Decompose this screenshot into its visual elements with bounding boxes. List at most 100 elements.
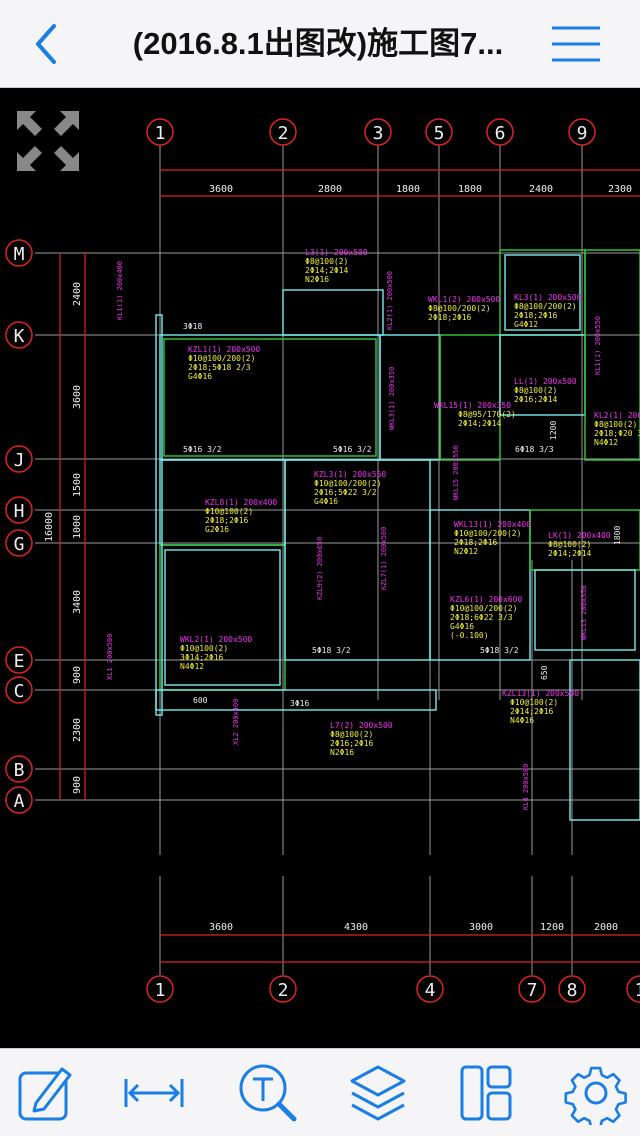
layers-icon — [350, 1065, 406, 1121]
beam-label: L3(1) 200x500 — [305, 248, 368, 257]
beam-label: WKL1(2) 200x500 — [428, 295, 500, 304]
svg-text:KZL9(2) 200x650: KZL9(2) 200x650 — [316, 537, 324, 600]
dimension-text: 1800 — [613, 526, 622, 545]
dimension-text: 16000 — [44, 512, 55, 542]
beam-label: Φ8@95/170(2) — [458, 410, 516, 419]
dimension-text: 1200 — [540, 922, 564, 933]
axis-label-bottom: 7 — [527, 980, 538, 1001]
svg-text:KL4 200x500: KL4 200x500 — [522, 764, 530, 810]
axis-label-bottom: 4 — [425, 980, 436, 1001]
layout-icon — [460, 1065, 512, 1121]
axis-label-top: 5 — [434, 123, 445, 144]
beam-label: Φ10@100(2) — [180, 644, 228, 653]
beam-label: Φ10@100(2) — [510, 698, 558, 707]
rebar-note: 6Φ18 3/3 — [515, 445, 554, 454]
beam-label: 2Φ14;2Φ14 — [548, 549, 592, 558]
beam-label: N4Φ16 — [510, 716, 534, 725]
dimension-text: 1000 — [72, 515, 83, 539]
menu-button[interactable] — [548, 22, 604, 66]
dimension-text: 3400 — [72, 590, 83, 614]
layout-button[interactable] — [454, 1061, 518, 1125]
dimension-text: 650 — [540, 665, 549, 680]
dimension-text: 600 — [193, 696, 208, 705]
beam-label: 2Φ16;2Φ14 — [514, 395, 558, 404]
beam-label: L7(2) 200x500 — [330, 721, 393, 730]
beam-label: 2Φ18;Φ20 3/3 — [594, 429, 640, 438]
dimension-text: 1800 — [458, 184, 482, 195]
beam-label: 2Φ16;5Φ22 3/2 — [314, 488, 377, 497]
text-search-button[interactable] — [236, 1061, 300, 1125]
axis-label-left: G — [14, 534, 25, 555]
beam-label: G4Φ16 — [188, 372, 212, 381]
beam-label: (-0.100) — [450, 631, 489, 640]
dimension-text: 2000 — [594, 922, 618, 933]
svg-text:WKL3(1) 200x350: WKL3(1) 200x350 — [388, 367, 396, 430]
svg-text:XL2 200x400: XL2 200x400 — [232, 699, 240, 745]
axis-label-top: 6 — [495, 123, 506, 144]
svg-text:XL1 200x500: XL1 200x500 — [106, 634, 114, 680]
beam-label: N4Φ12 — [180, 662, 204, 671]
beam-label: Φ10@100/200(2) — [454, 529, 521, 538]
beam-label: KZL13(1) 200x500 — [502, 689, 579, 698]
beam-label: 2Φ18;2Φ16 — [514, 311, 558, 320]
text-search-icon — [239, 1064, 297, 1122]
beam-label: Φ10@100(2) — [205, 507, 253, 516]
beam-label: Φ10@100/200(2) — [450, 604, 517, 613]
beam-label: KL3(1) 200x500 — [514, 293, 582, 302]
svg-text:WKL13 200x350: WKL13 200x350 — [580, 585, 588, 640]
beam-label: G4Φ12 — [514, 320, 538, 329]
beam-label: Φ8@100(2) — [305, 257, 348, 266]
beam-label: WKL15(1) 200x350 — [434, 401, 511, 410]
measure-distance-icon — [124, 1079, 184, 1107]
layers-button[interactable] — [346, 1061, 410, 1125]
settings-button[interactable] — [564, 1061, 628, 1130]
beam-label: 2Φ16;2Φ16 — [330, 739, 374, 748]
beam-label: Φ8@100(2) — [514, 386, 557, 395]
navigation-bar: (2016.8.1出图改)施工图7... — [0, 0, 640, 88]
beam-label: G2Φ16 — [205, 525, 229, 534]
dimension-text: 2300 — [72, 718, 83, 742]
beam-label: LL(1) 200x500 — [514, 377, 577, 386]
cad-drawing: 1 2 3 5 6 9 M K J H G E C B A 1 2 4 7 8 … — [5, 118, 640, 1003]
dimension-text: 1500 — [72, 473, 83, 497]
bottom-toolbar — [0, 1048, 640, 1136]
beam-label: Φ10@100/200(2) — [314, 479, 381, 488]
beam-label: KZL1(1) 200x500 — [188, 345, 260, 354]
beam-label: Φ8@100/200(2) — [514, 302, 577, 311]
beam-label: Φ8@100(2) — [330, 730, 373, 739]
dimension-text: 3600 — [72, 385, 83, 409]
beam-label: 2Φ14;2Φ16 — [510, 707, 554, 716]
dimension-text: 2400 — [529, 184, 553, 195]
beam-label: 2Φ18;2Φ16 — [454, 538, 498, 547]
dimension-text: 1200 — [549, 421, 558, 440]
fullscreen-button[interactable] — [14, 108, 82, 174]
rebar-note: 5Φ18 3/2 — [480, 646, 519, 655]
beam-label: 2Φ18;2Φ16 — [428, 313, 472, 322]
beam-label: 2Φ18;6Φ22 3/3 — [450, 613, 513, 622]
axis-label-top: 3 — [373, 123, 384, 144]
fullscreen-expand-icon — [17, 111, 79, 171]
rebar-note: 5Φ16 3/2 — [183, 445, 222, 454]
beam-label: G4Φ16 — [450, 622, 474, 631]
beam-label: 2Φ14;2Φ14 — [305, 266, 349, 275]
dimension-text: 2300 — [608, 184, 632, 195]
beam-label: 2Φ14;2Φ14 — [458, 419, 502, 428]
gear-icon — [564, 1066, 627, 1130]
beam-label: Φ10@100/200(2) — [188, 354, 255, 363]
beam-label: KL2(1) 200x550 — [594, 411, 640, 420]
edit-button[interactable] — [14, 1061, 78, 1125]
axis-label-bottom: 8 — [567, 980, 578, 1001]
measure-button[interactable] — [122, 1061, 186, 1125]
page-title: (2016.8.1出图改)施工图7... — [132, 26, 504, 61]
axis-label-left: K — [14, 326, 25, 347]
back-button[interactable] — [24, 20, 72, 68]
rebar-note: 3Φ16 — [290, 699, 309, 708]
beam-label: N2Φ12 — [454, 547, 478, 556]
axis-label-left: M — [14, 244, 25, 265]
svg-text:KZL7(1) 200x500: KZL7(1) 200x500 — [380, 527, 388, 590]
rebar-note: 3Φ18 — [183, 322, 202, 331]
beam-label: WKL2(1) 200x500 — [180, 635, 252, 644]
axis-label-left: A — [14, 791, 25, 812]
beam-label: KZL3(1) 200x550 — [314, 470, 386, 479]
drawing-canvas[interactable]: 1 2 3 5 6 9 M K J H G E C B A 1 2 4 7 8 … — [0, 88, 640, 1048]
